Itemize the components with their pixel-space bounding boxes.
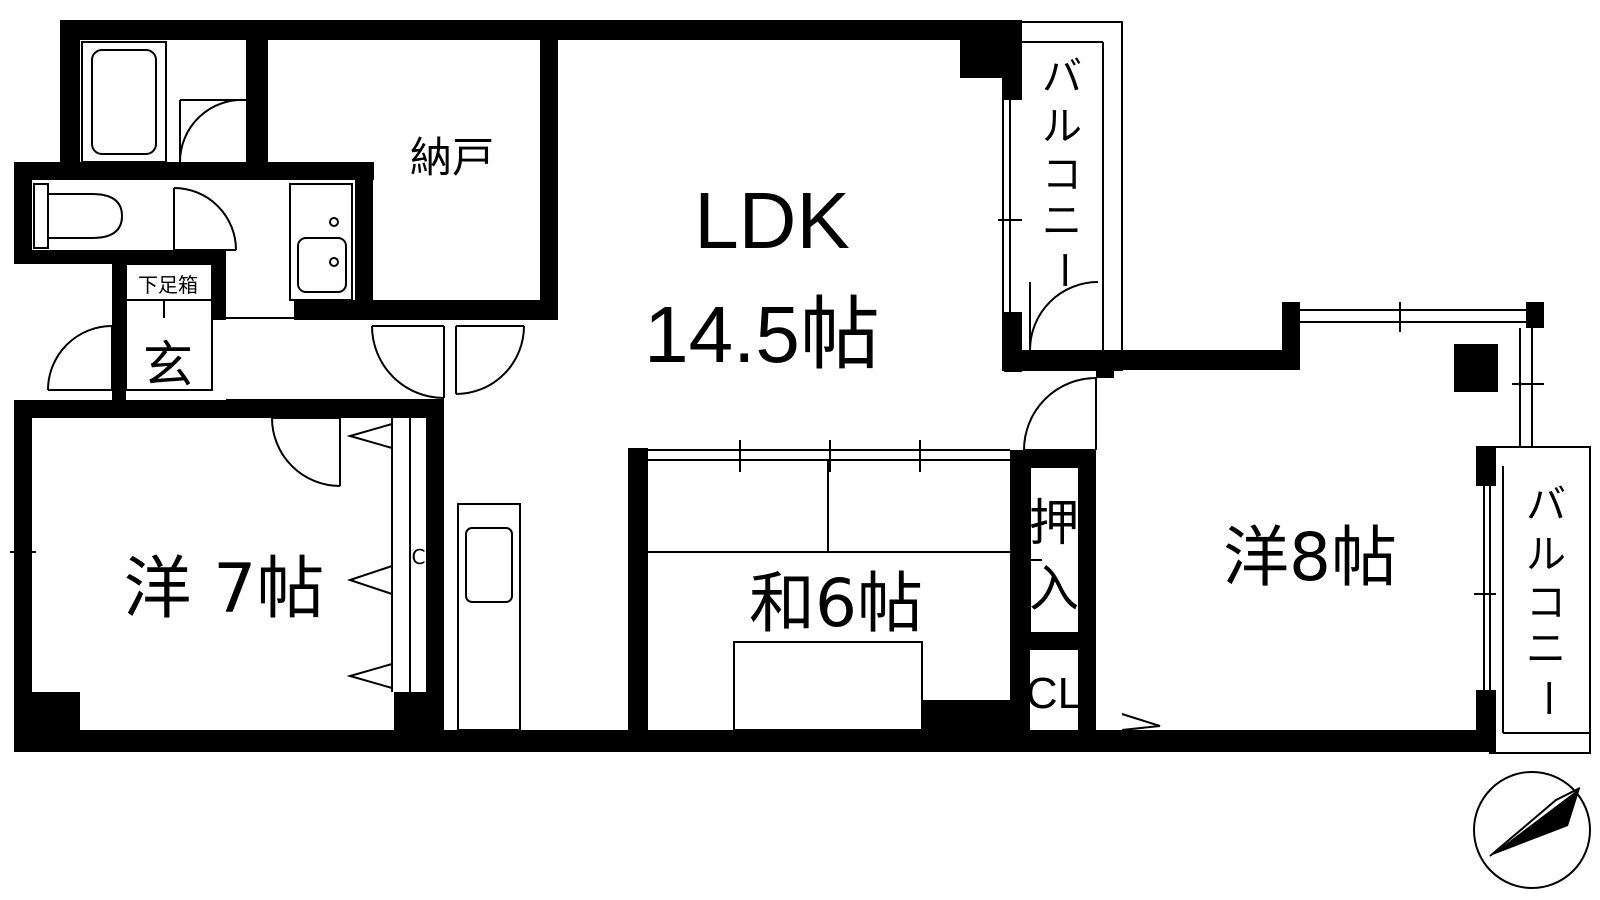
bedroom8-door-icon: [1023, 377, 1097, 451]
closet-left-label: CL: [411, 545, 437, 569]
balcony-upper-char: バ: [1042, 54, 1082, 100]
north-arrow-icon: [1473, 771, 1591, 889]
bath-door-icon: [178, 98, 247, 163]
western-7-label: 洋 7帖: [124, 550, 325, 629]
genkan-label: 玄: [143, 336, 193, 394]
toilet-door-icon: [173, 187, 237, 251]
balcony-lower-char: ル: [1526, 532, 1566, 578]
closet-left: [346, 418, 411, 692]
bedroom7-door-icon: [271, 417, 341, 487]
oshiire-window: [1018, 468, 1042, 632]
balcony-lower-char: ニ: [1526, 626, 1566, 672]
balcony-lower-char: コ: [1526, 580, 1566, 626]
kitchen-counter: [457, 503, 521, 731]
balcony-upper-char: ー: [1040, 250, 1086, 290]
balcony-upper-char: ニ: [1042, 198, 1082, 244]
balcony-upper-char: ル: [1042, 104, 1082, 150]
window-upper-right: [1300, 302, 1544, 690]
walls: [14, 20, 1544, 752]
balcony-lower-char: ー: [1524, 678, 1570, 718]
bathtub-icon: [81, 41, 167, 163]
ldk-size-label: 14.5帖: [644, 290, 880, 379]
balcony-lower: [1489, 446, 1591, 754]
closet-right-label: CL: [1026, 669, 1082, 718]
washbasin-icon: [289, 183, 353, 301]
closet-right-door: [1121, 713, 1161, 731]
oshiire-label-bottom: 入: [1029, 560, 1079, 618]
balcony-upper-char: コ: [1042, 152, 1082, 198]
toilet-icon: [33, 183, 124, 249]
storage-label: 納戸: [410, 133, 494, 182]
balcony-upper-label: バ ル コ ニ ー: [1040, 54, 1086, 290]
washitsu-fusuma: [648, 440, 1010, 731]
oshiire-label-top: 押: [1029, 494, 1079, 552]
shoe-box: [125, 263, 213, 318]
ldk-name-label: LDK: [694, 176, 850, 265]
japanese-6-label: 和6帖: [749, 565, 923, 642]
balcony-lower-char: バ: [1526, 482, 1566, 528]
window-left: [10, 418, 36, 730]
balcony-lower-label: バ ル コ ニ ー: [1524, 482, 1570, 718]
balcony-door-icon: [998, 100, 1099, 351]
hall-door-icon: [226, 317, 525, 401]
western-8-label: 洋8帖: [1223, 519, 1397, 596]
shoe-box-label: 下足箱: [138, 273, 198, 297]
